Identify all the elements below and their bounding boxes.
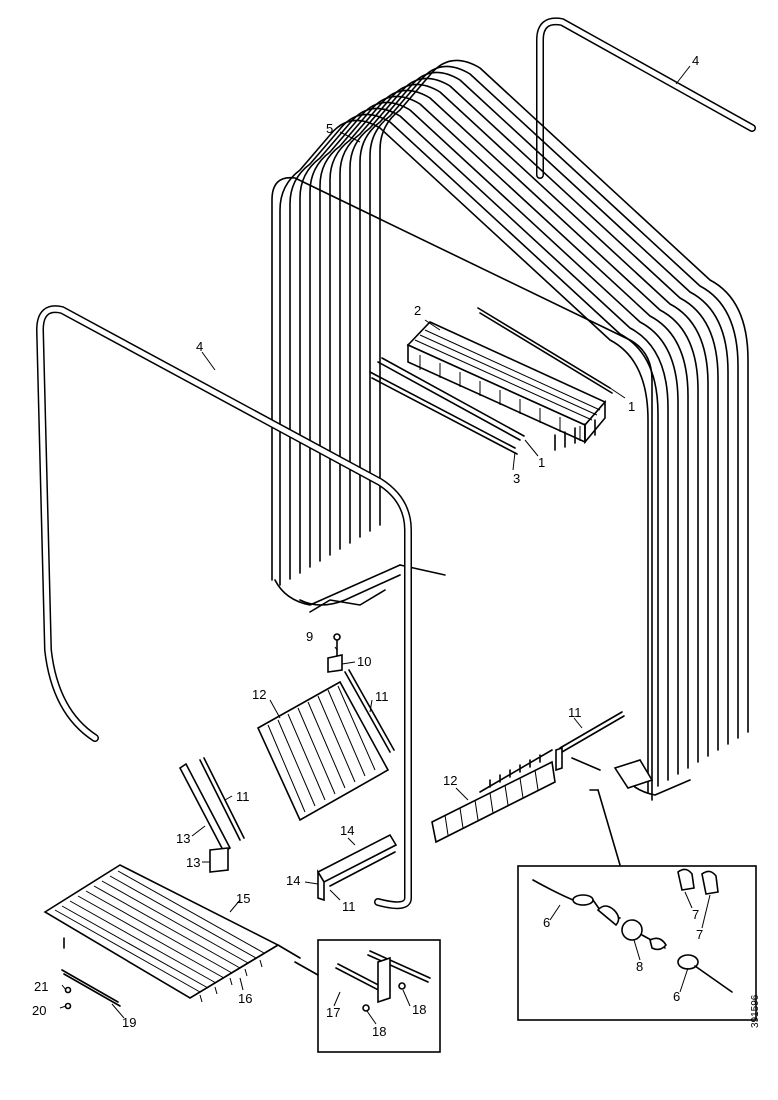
label-part-6b: 6 [673, 989, 681, 1004]
front-wire-frame [36, 305, 412, 910]
fin-strip-right [431, 711, 625, 844]
label-part-12a: 12 [252, 687, 267, 702]
label-part-21: 21 [34, 979, 49, 994]
label-part-13a: 13 [176, 831, 191, 846]
label-part-4a: 4 [692, 53, 700, 68]
label-part-11c: 11 [236, 789, 250, 804]
label-part-11b: 11 [568, 705, 582, 720]
label-part-14a: 14 [340, 823, 355, 838]
side-bars [178, 757, 245, 873]
label-part-9: 9 [306, 629, 314, 644]
label-part-6a: 6 [543, 915, 551, 930]
label-part-20: 20 [32, 1003, 47, 1018]
label-part-13b: 13 [186, 855, 201, 870]
label-part-8: 8 [636, 959, 644, 974]
label-part-10: 10 [357, 654, 372, 669]
label-part-1b: 1 [538, 455, 546, 470]
fin-tray [43, 864, 301, 1010]
rear-wire-frame [536, 17, 756, 179]
label-part-11d: 11 [342, 899, 356, 914]
label-part-16: 16 [238, 991, 253, 1006]
label-part-5: 5 [326, 121, 334, 136]
label-part-7a: 7 [692, 907, 700, 922]
label-part-15: 15 [236, 891, 251, 906]
drawing-code: 391596 [750, 994, 761, 1028]
leader-lines [59, 65, 711, 1025]
fin-panel-center [256, 669, 395, 822]
inset-sensor-detail [517, 789, 757, 1021]
main-coil-bundle [271, 59, 749, 801]
label-part-11a: 11 [375, 689, 389, 704]
label-part-14b: 14 [286, 873, 301, 888]
label-part-18b: 18 [372, 1024, 387, 1039]
inset-clip-detail [294, 939, 441, 1053]
rods [369, 307, 613, 455]
label-part-17: 17 [326, 1005, 341, 1020]
fin-block [406, 321, 607, 451]
label-part-19: 19 [122, 1015, 137, 1030]
lower-bracket [316, 833, 398, 902]
label-part-4b: 4 [196, 339, 204, 354]
label-part-12b: 12 [443, 773, 458, 788]
label-part-1a: 1 [628, 399, 636, 414]
label-part-7b: 7 [696, 927, 704, 942]
screw-and-clip [327, 633, 343, 673]
label-part-2: 2 [414, 303, 422, 318]
label-part-3: 3 [513, 471, 521, 486]
label-part-18a: 18 [412, 1002, 427, 1017]
